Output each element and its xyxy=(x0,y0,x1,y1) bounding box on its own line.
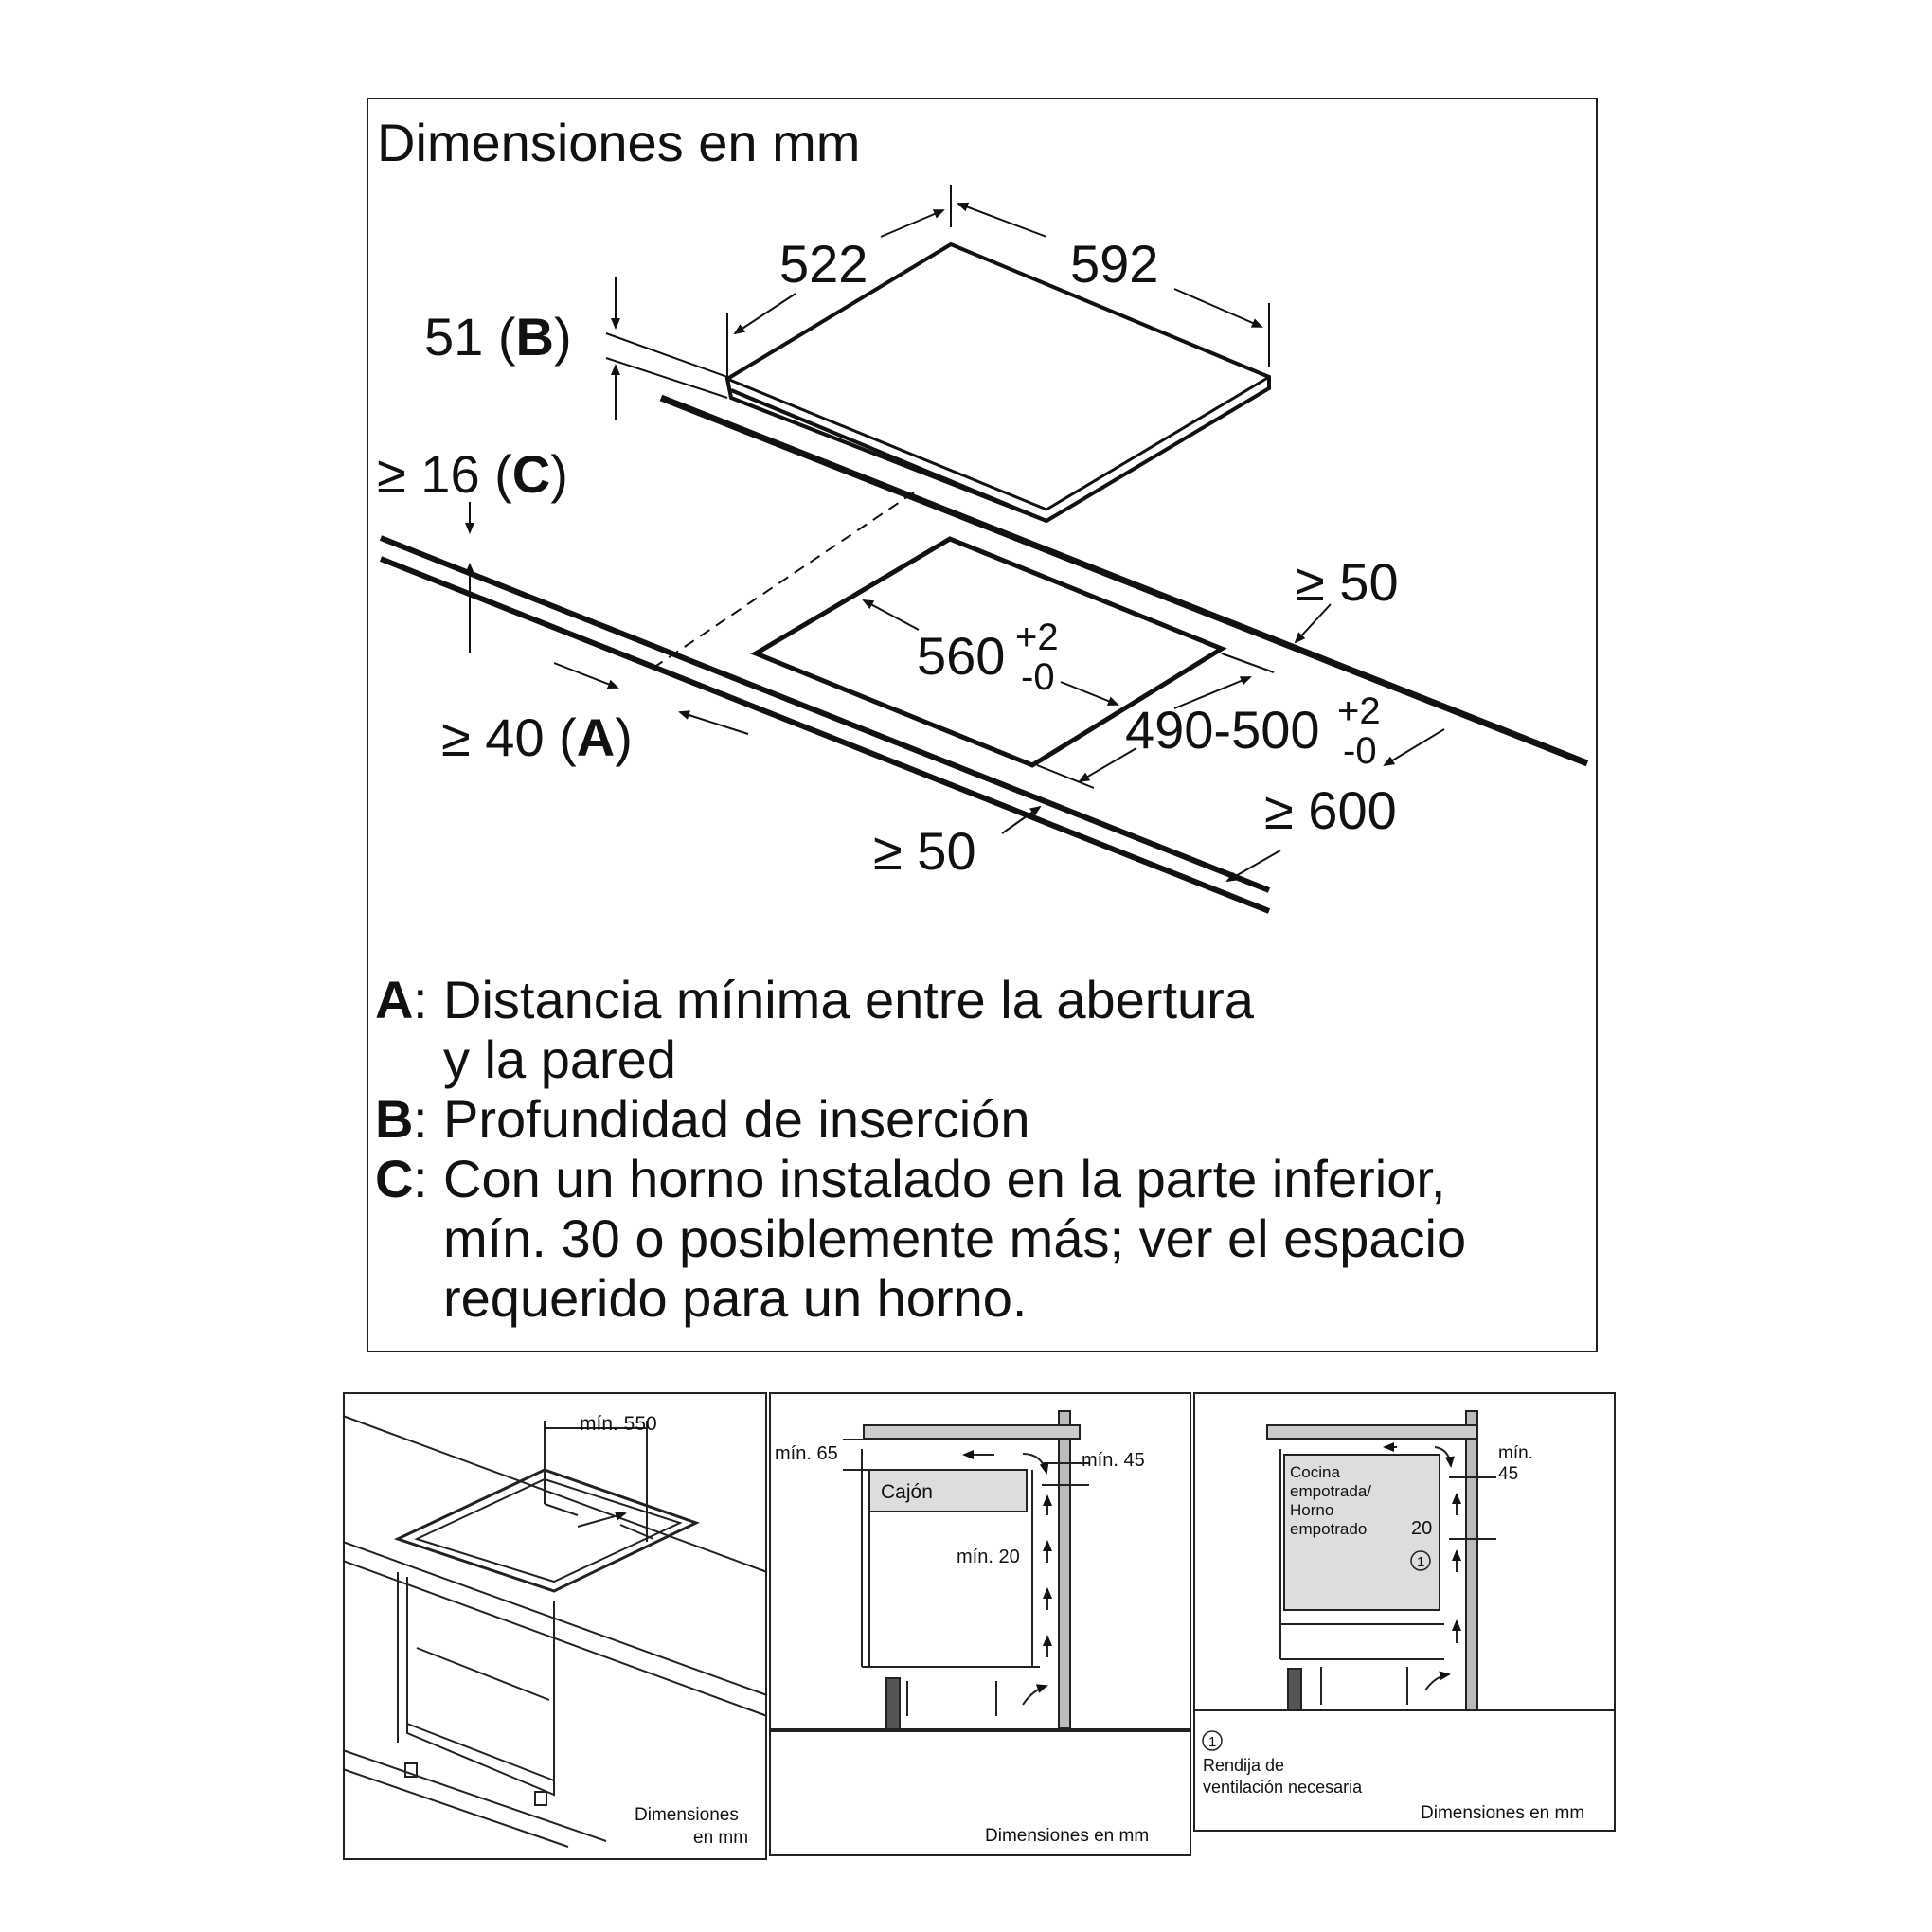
legend-text-b-1: Profundidad de inserción xyxy=(443,1089,1030,1149)
legend-item-a: A: Distancia mínima entre la abertura xyxy=(375,970,1254,1029)
dim-50-back-arrow xyxy=(1294,603,1332,644)
legend-text-c-1: Con un horno instalado en la parte infer… xyxy=(443,1149,1446,1208)
min-65-label: mín. 65 xyxy=(775,1443,838,1464)
dim-490-500-tol-plus: +2 xyxy=(1337,690,1381,732)
oven-label-1: Cocina xyxy=(1290,1463,1340,1481)
legend-text-a-1: Distancia mínima entre la abertura xyxy=(443,970,1254,1029)
center-dashed-line xyxy=(653,492,915,669)
right-footer: Dimensiones en mm xyxy=(1421,1803,1584,1823)
legend-text-a-2: y la pared xyxy=(443,1029,676,1089)
dim-51-b xyxy=(605,277,728,420)
diagram-title: Dimensiones en mm xyxy=(377,113,860,172)
dim-522-label: 522 xyxy=(779,234,868,294)
hob-plate xyxy=(724,242,1271,524)
dim-490-500-tol-minus: -0 xyxy=(1343,730,1377,772)
legend-item-c: C: Con un horno instalado en la parte in… xyxy=(375,1149,1446,1208)
cutout-outline xyxy=(750,536,1227,768)
dim-50-front-label: ≥ 50 xyxy=(873,821,976,881)
legend: A: Distancia mínima entre la abertura y … xyxy=(375,970,1466,1328)
legend-key-a: A xyxy=(375,970,414,1029)
min-45-label-right: 45 xyxy=(1498,1464,1518,1484)
dim-600-label: ≥ 600 xyxy=(1264,780,1397,840)
min-label-right: mín. xyxy=(1498,1443,1533,1463)
gap-20-label: 20 xyxy=(1411,1518,1432,1539)
legend-key-c: C xyxy=(375,1149,414,1208)
worktop-front-edges xyxy=(379,535,1271,914)
dim-560-tol-plus: +2 xyxy=(1015,617,1059,658)
dim-51-b-label: 51 (B) xyxy=(424,307,572,367)
dim-592 xyxy=(957,202,1270,367)
dim-490-500-label: 490-500 xyxy=(1125,700,1320,760)
mid-footer: Dimensiones en mm xyxy=(985,1826,1149,1846)
dim-522 xyxy=(726,185,952,377)
dim-560-tol-minus: -0 xyxy=(1021,656,1055,698)
oven-label-4: empotrado xyxy=(1290,1520,1367,1538)
dim-560 xyxy=(862,599,1119,706)
dim-490-500 xyxy=(1036,653,1275,789)
note-marker: 1 xyxy=(1208,1734,1216,1750)
note-marker-icon xyxy=(1202,1730,1223,1751)
oven-label-2: empotrada/ xyxy=(1290,1482,1371,1500)
drawer-label: Cajón xyxy=(881,1481,933,1503)
ventilation-marker-icon xyxy=(1410,1550,1431,1571)
dim-40-a-label: ≥ 40 (A) xyxy=(441,707,633,767)
left-footer-line2: en mm xyxy=(693,1828,748,1848)
min-20-label: mín. 20 xyxy=(957,1547,1020,1567)
dim-16-c-label: ≥ 16 (C) xyxy=(377,444,568,504)
legend-key-b: B xyxy=(375,1089,414,1149)
worktop-back-edge xyxy=(659,394,1589,767)
legend-text-c-2: mín. 30 o posiblemente más; ver el espac… xyxy=(443,1208,1467,1268)
oven-label-3: Horno xyxy=(1290,1501,1333,1519)
note-line-1: Rendija de xyxy=(1203,1756,1284,1775)
dim-50-back-label: ≥ 50 xyxy=(1296,552,1399,612)
left-footer-line1: Dimensiones xyxy=(635,1805,739,1825)
legend-text-c-3: requerido para un horno. xyxy=(443,1268,1028,1328)
dim-560-label: 560 xyxy=(917,626,1005,686)
min-550-label: mín. 550 xyxy=(580,1413,657,1435)
dim-592-label: 592 xyxy=(1070,234,1158,294)
dim-600 xyxy=(1225,728,1445,882)
min-45-label-mid: mín. 45 xyxy=(1082,1450,1145,1471)
legend-item-b: B: Profundidad de inserción xyxy=(375,1089,1030,1149)
dim-50-front-arrow xyxy=(1001,805,1042,834)
note-line-2: ventilación necesaria xyxy=(1203,1778,1363,1797)
ventilation-marker: 1 xyxy=(1417,1554,1424,1570)
dim-40-a xyxy=(553,662,749,735)
